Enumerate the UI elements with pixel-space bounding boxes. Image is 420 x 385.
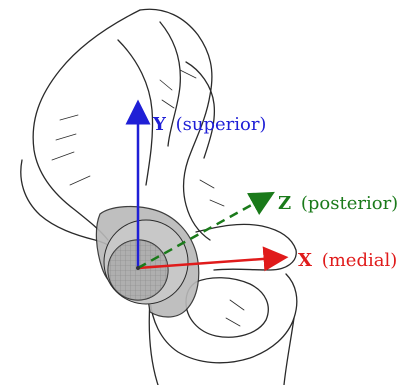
y-axis-label: Y (superior)	[152, 114, 266, 135]
z-axis-label: Z (posterior)	[278, 193, 398, 214]
obturator-outline	[186, 278, 268, 337]
acetabulum	[96, 207, 198, 317]
posterior-spine-outline	[186, 62, 214, 158]
origin-point	[136, 266, 140, 270]
y-axis-letter: Y	[152, 114, 167, 135]
iliac-crest-outline	[33, 10, 140, 240]
inner-wing-contour	[118, 40, 153, 185]
x-axis-label: X (medial)	[298, 250, 397, 271]
x-axis-letter: X	[298, 250, 312, 271]
y-axis-direction: (superior)	[176, 114, 267, 135]
z-axis-direction: (posterior)	[301, 193, 398, 214]
z-axis-letter: Z	[278, 193, 291, 214]
hip-bone-drawing	[21, 9, 297, 385]
x-axis-direction: (medial)	[322, 250, 398, 271]
